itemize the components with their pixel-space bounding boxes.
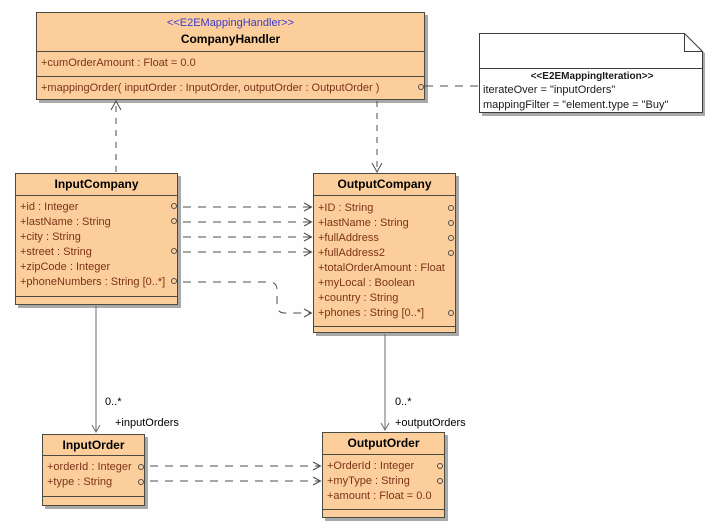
attribute-row[interactable]: +lastName : String: [20, 216, 111, 228]
mapping-iteration-note[interactable]: <<E2EMappingIteration>> iterateOver = "i…: [479, 33, 703, 113]
mapping-port-icon[interactable]: [437, 478, 443, 484]
attribute-row[interactable]: +myLocal : Boolean: [318, 277, 415, 289]
class-output-company[interactable]: OutputCompany +ID : String +lastName : S…: [313, 173, 456, 333]
class-company-handler[interactable]: <<E2EMappingHandler>> CompanyHandler +cu…: [36, 12, 425, 100]
note-property-iterate-over: iterateOver = "inputOrders": [483, 84, 616, 96]
mapping-port-icon[interactable]: [138, 464, 144, 470]
operations-compartment-empty: [314, 326, 455, 332]
arrowhead-right-icon: [303, 202, 313, 212]
attribute-row[interactable]: +myType : String: [327, 475, 410, 487]
attribute-row[interactable]: +zipCode : Integer: [20, 261, 111, 273]
attribute-row[interactable]: +street : String: [20, 246, 92, 258]
mapping-port-icon[interactable]: [448, 310, 454, 316]
attributes-compartment: +orderId : Integer +type : String: [43, 455, 144, 496]
attributes-compartment: +OrderId : Integer +myType : String +amo…: [323, 454, 444, 509]
attribute-row[interactable]: +phones : String [0..*]: [318, 307, 425, 319]
attribute-row[interactable]: +fullAddress2: [318, 247, 385, 259]
attributes-compartment: +ID : String +lastName : String +fullAdd…: [314, 195, 455, 326]
class-name: InputCompany: [54, 177, 139, 191]
arrowhead-right-icon: [303, 247, 313, 257]
mapping-port-icon[interactable]: [437, 463, 443, 469]
arrowhead-right-icon: [312, 476, 322, 486]
class-name: CompanyHandler: [180, 32, 281, 46]
class-stereotype: <<E2EMappingHandler>>: [166, 17, 295, 29]
attribute-row[interactable]: +totalOrderAmount : Float: [318, 262, 445, 274]
attributes-compartment: +cumOrderAmount : Float = 0.0: [37, 51, 424, 76]
note-property-mapping-filter: mappingFilter = "element.type = "Buy": [483, 99, 669, 111]
arrowhead-up-icon: [110, 99, 122, 111]
mapping-port-icon[interactable]: [171, 248, 177, 254]
multiplicity-label-output-orders[interactable]: 0..*: [395, 396, 412, 408]
attributes-compartment: +id : Integer +lastName : String +city :…: [16, 195, 177, 296]
mapping-port-icon[interactable]: [418, 84, 424, 90]
mapping-phonenumbers-to-phones[interactable]: [183, 281, 311, 314]
attribute-row[interactable]: +id : Integer: [20, 201, 79, 213]
attribute-row[interactable]: +lastName : String: [318, 217, 409, 229]
mapping-port-icon[interactable]: [171, 278, 177, 284]
mapping-port-icon[interactable]: [448, 205, 454, 211]
arrowhead-right-icon: [303, 308, 313, 318]
class-header: OutputOrder: [323, 433, 444, 454]
class-name: OutputCompany: [337, 177, 432, 191]
operations-compartment-empty: [43, 496, 144, 505]
mapping-port-icon[interactable]: [171, 203, 177, 209]
attribute-row[interactable]: +city : String: [20, 231, 81, 243]
note-fold-corner-icon: [684, 33, 703, 52]
class-header: InputCompany: [16, 174, 177, 195]
attribute-row[interactable]: +cumOrderAmount : Float = 0.0: [41, 57, 196, 69]
role-label-input-orders[interactable]: +inputOrders: [115, 417, 179, 429]
operations-compartment: +mappingOrder( inputOrder : InputOrder, …: [37, 76, 424, 99]
attribute-row[interactable]: +OrderId : Integer: [327, 460, 415, 472]
attribute-row[interactable]: +phoneNumbers : String [0..*]: [20, 276, 166, 288]
arrowhead-down-icon: [371, 162, 383, 174]
operations-compartment-empty: [323, 509, 444, 517]
class-header: OutputCompany: [314, 174, 455, 195]
mapping-port-icon[interactable]: [171, 218, 177, 224]
class-input-company[interactable]: InputCompany +id : Integer +lastName : S…: [15, 173, 178, 305]
note-body: <<E2EMappingIteration>> iterateOver = "i…: [483, 70, 701, 113]
class-header: InputOrder: [43, 435, 144, 455]
mapping-port-icon[interactable]: [448, 235, 454, 241]
class-name: InputOrder: [62, 437, 125, 452]
mapping-port-icon[interactable]: [448, 220, 454, 226]
operation-row[interactable]: +mappingOrder( inputOrder : InputOrder, …: [41, 82, 380, 94]
class-output-order[interactable]: OutputOrder +OrderId : Integer +myType :…: [322, 432, 445, 518]
arrowhead-right-icon: [312, 461, 322, 471]
class-header: <<E2EMappingHandler>> CompanyHandler: [37, 13, 424, 51]
arrowhead-down-icon: [380, 422, 390, 432]
attribute-row[interactable]: +type : String: [47, 476, 113, 488]
operations-compartment-empty: [16, 296, 177, 304]
arrowhead-down-icon: [91, 424, 101, 434]
attribute-row[interactable]: +orderId : Integer: [47, 461, 132, 473]
attribute-row[interactable]: +ID : String: [318, 202, 374, 214]
attribute-row[interactable]: +fullAddress: [318, 232, 379, 244]
class-name: OutputOrder: [347, 436, 420, 450]
mapping-port-icon[interactable]: [448, 250, 454, 256]
role-label-output-orders[interactable]: +outputOrders: [395, 417, 466, 429]
attribute-row[interactable]: +country : String: [318, 292, 399, 304]
mapping-port-icon[interactable]: [138, 479, 144, 485]
multiplicity-label-input-orders[interactable]: 0..*: [105, 396, 122, 408]
attribute-row[interactable]: +amount : Float = 0.0: [327, 490, 432, 502]
arrowhead-right-icon: [303, 232, 313, 242]
note-stereotype: <<E2EMappingIteration>>: [530, 71, 654, 82]
note-shape-icon: [479, 33, 703, 113]
class-input-order[interactable]: InputOrder +orderId : Integer +type : St…: [42, 434, 145, 506]
arrowhead-right-icon: [303, 217, 313, 227]
